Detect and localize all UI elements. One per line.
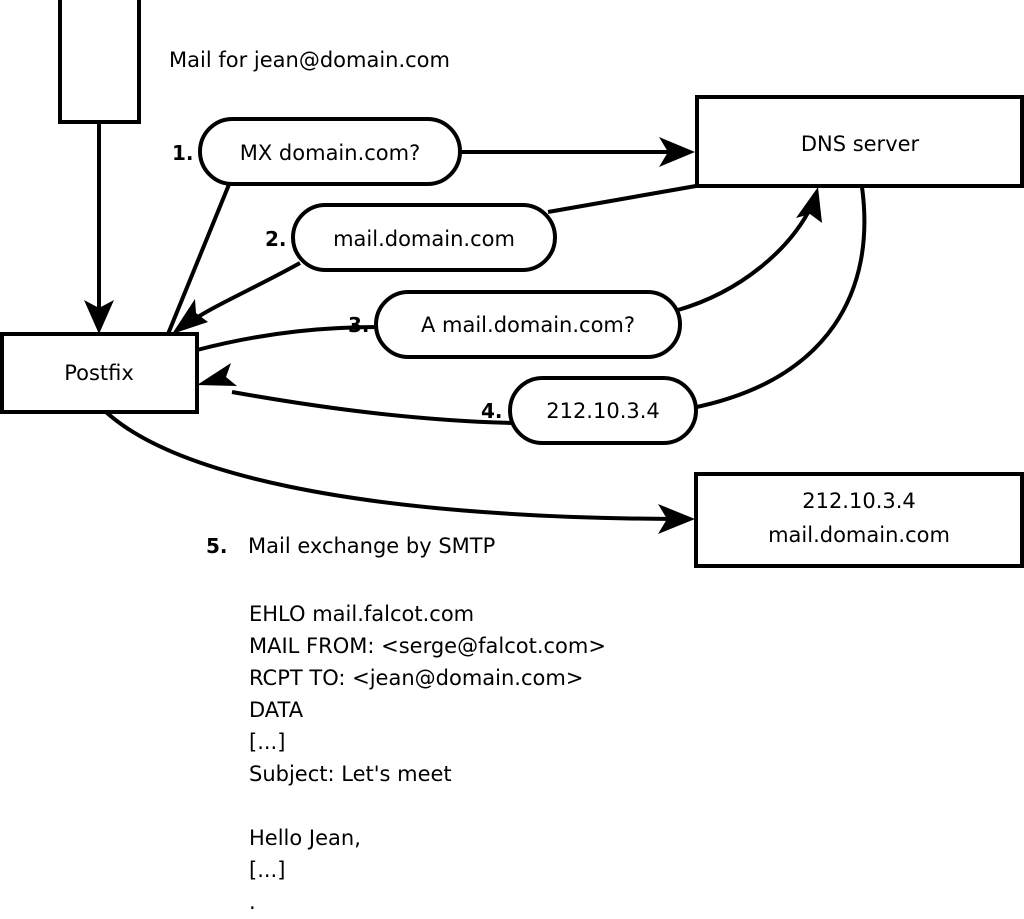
edge-step2-to-postfix <box>172 261 301 334</box>
mail-for-caption: Mail for jean@domain.com <box>169 48 450 72</box>
smtp-line-3: DATA <box>249 698 304 722</box>
edge-step4-to-postfix <box>197 363 513 425</box>
node-postfix: Postfix <box>0 332 199 414</box>
mail-server-hostname: mail.domain.com <box>768 523 950 547</box>
step-3-number: 3. <box>348 313 370 337</box>
step-4-label: 212.10.3.4 <box>546 399 660 423</box>
edge-source-to-postfix <box>84 122 114 334</box>
step-3-label: A mail.domain.com? <box>421 313 635 337</box>
step-5-label: Mail exchange by SMTP <box>248 534 495 558</box>
step-1-number: 1. <box>172 141 194 165</box>
smtp-line-1: MAIL FROM: <serge@falcot.com> <box>249 634 606 658</box>
smtp-line-9: . <box>249 890 256 914</box>
node-mail-server: 212.10.3.4 mail.domain.com <box>694 472 1024 568</box>
edge-step1-to-dns <box>460 137 695 167</box>
edge-postfix-to-step3 <box>196 325 381 352</box>
smtp-line-2: RCPT TO: <jean@domain.com> <box>249 666 583 690</box>
step-2-number: 2. <box>265 227 287 251</box>
node-dns-server: DNS server <box>695 95 1024 188</box>
edge-step1-origin <box>166 181 232 335</box>
smtp-line-4: [...] <box>249 730 285 754</box>
edge-step3-to-dns <box>677 187 822 312</box>
edge-postfix-to-mailserver <box>104 410 695 534</box>
step-4-bubble: 212.10.3.4 <box>508 376 698 445</box>
step-1-label: MX domain.com? <box>240 141 421 165</box>
step-1-bubble: MX domain.com? <box>198 117 462 186</box>
step-5-number: 5. <box>206 534 228 558</box>
smtp-transcript: EHLO mail.falcot.com MAIL FROM: <serge@f… <box>249 602 606 914</box>
smtp-line-5: Subject: Let's meet <box>249 762 452 786</box>
smtp-line-0: EHLO mail.falcot.com <box>249 602 474 626</box>
step-2-label: mail.domain.com <box>333 227 515 251</box>
step-3-bubble: A mail.domain.com? <box>374 290 682 359</box>
smtp-line-8: [...] <box>249 858 285 882</box>
step-2-bubble: mail.domain.com <box>291 203 557 272</box>
mail-server-ip: 212.10.3.4 <box>802 489 916 513</box>
edge-dns-to-step2 <box>547 184 697 214</box>
edge-dns-to-step4 <box>691 186 867 410</box>
smtp-line-7: Hello Jean, <box>249 826 361 850</box>
postfix-label: Postfix <box>64 361 134 385</box>
step-4-number: 4. <box>481 399 503 423</box>
dns-server-label: DNS server <box>801 132 920 156</box>
node-source-box <box>58 0 141 124</box>
